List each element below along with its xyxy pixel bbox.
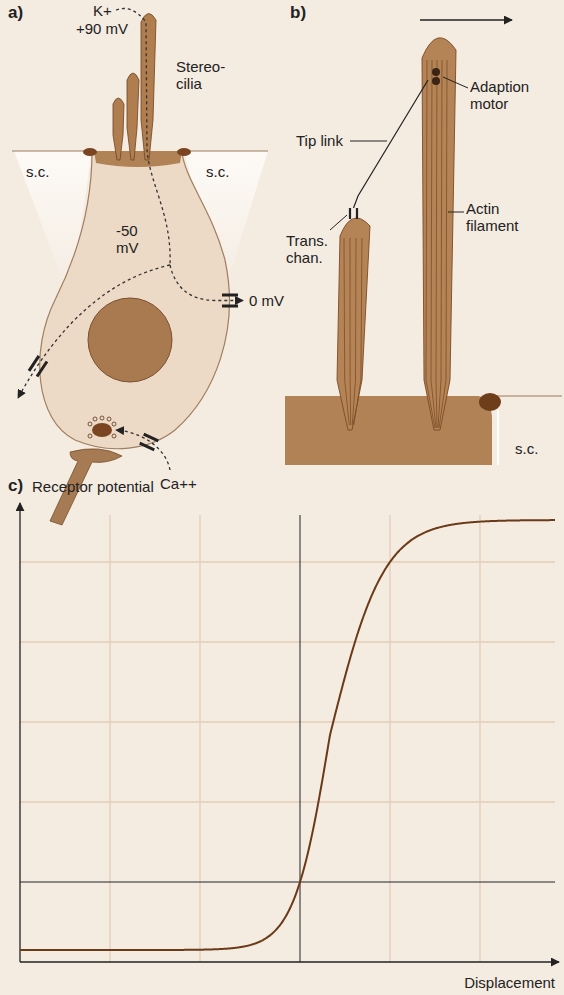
zero-line [300,515,301,962]
grid-line [20,561,555,562]
grid-line [109,515,110,962]
ion-flow [18,9,243,471]
vesicle [100,416,104,420]
vesicle [112,422,116,426]
vesicle [88,434,92,438]
adaptation-motor [432,77,440,85]
part-label: s.c. [515,440,538,457]
grid-line [199,515,200,962]
actin-filament [350,238,352,425]
axis-title: Displacement [440,974,555,991]
supporting-cell-membrane [497,410,499,465]
ion-channel [29,295,238,450]
vesicle [107,417,111,421]
panel-label: c) [8,476,23,495]
vesicle [88,422,92,426]
leader-line [350,141,387,142]
stereocilia-detail-panel [285,20,562,465]
grid-line [20,641,555,642]
stereocilium [422,38,456,430]
grid-line [20,721,555,722]
part-label: s.c. [26,163,49,180]
actin-filament [352,238,356,425]
nucleus [88,298,172,382]
axis-title: Receptor potential [32,478,154,495]
actin-filament [439,60,447,428]
synaptic-ribbon [92,423,112,437]
cuticular-plate [94,151,182,167]
tight-junction [177,148,191,156]
grid-line [479,515,480,962]
response-curve [20,520,555,950]
leader-line [443,77,468,88]
potential-label: +90 mV [76,20,128,37]
transduction-channel [350,208,357,219]
hair-cell-apex [285,396,492,465]
tight-junction [83,148,97,156]
hair-cell-panel [12,9,268,526]
leader-line [330,215,347,230]
vesicle [93,417,97,421]
leader-lines [330,77,468,230]
deflection-arrow [420,19,512,20]
actin-filament [436,60,437,428]
part-label: Trans. chan. [286,232,332,266]
grid-line [20,801,555,802]
panel-label: b) [290,3,306,22]
synaptic-vesicles [88,416,116,438]
grid-line [389,515,390,962]
ion-label: K+ [93,2,112,19]
actin-filament [438,60,442,428]
actin-filaments [344,60,447,428]
stereocilium [113,98,124,160]
leader-line [448,212,464,213]
tight-junction [479,393,501,411]
calcium-path [116,430,170,470]
potassium-path [170,265,243,301]
x-axis [20,961,559,962]
actin-filament [344,238,349,425]
part-label: Tip link [296,132,343,149]
ion-label: Ca++ [160,475,197,492]
actin-filament [426,60,435,428]
tip-link [354,80,429,208]
stereocilium [141,13,156,160]
panel-label: a) [8,3,23,22]
potential-label: 0 mV [249,292,284,309]
part-label: Adaption motor [470,78,534,112]
adaptation-motor [432,68,440,76]
actin-filament [431,60,436,428]
epithelium-surface [492,396,562,397]
part-label: s.c. [206,163,229,180]
potassium-path [18,265,170,398]
actin-filament [354,238,362,425]
part-label: Actin filament [466,200,530,234]
receptor-potential-chart [20,503,559,962]
zero-line [20,882,555,883]
y-axis [19,503,20,962]
vesicle [112,434,116,438]
stereocilium [337,218,370,430]
part-label: Stereo- cilia [176,58,232,92]
potential-label: -50 mV [116,222,152,256]
stereocilium [127,73,139,160]
potassium-path [116,9,170,266]
hair-cell-body [40,152,230,449]
